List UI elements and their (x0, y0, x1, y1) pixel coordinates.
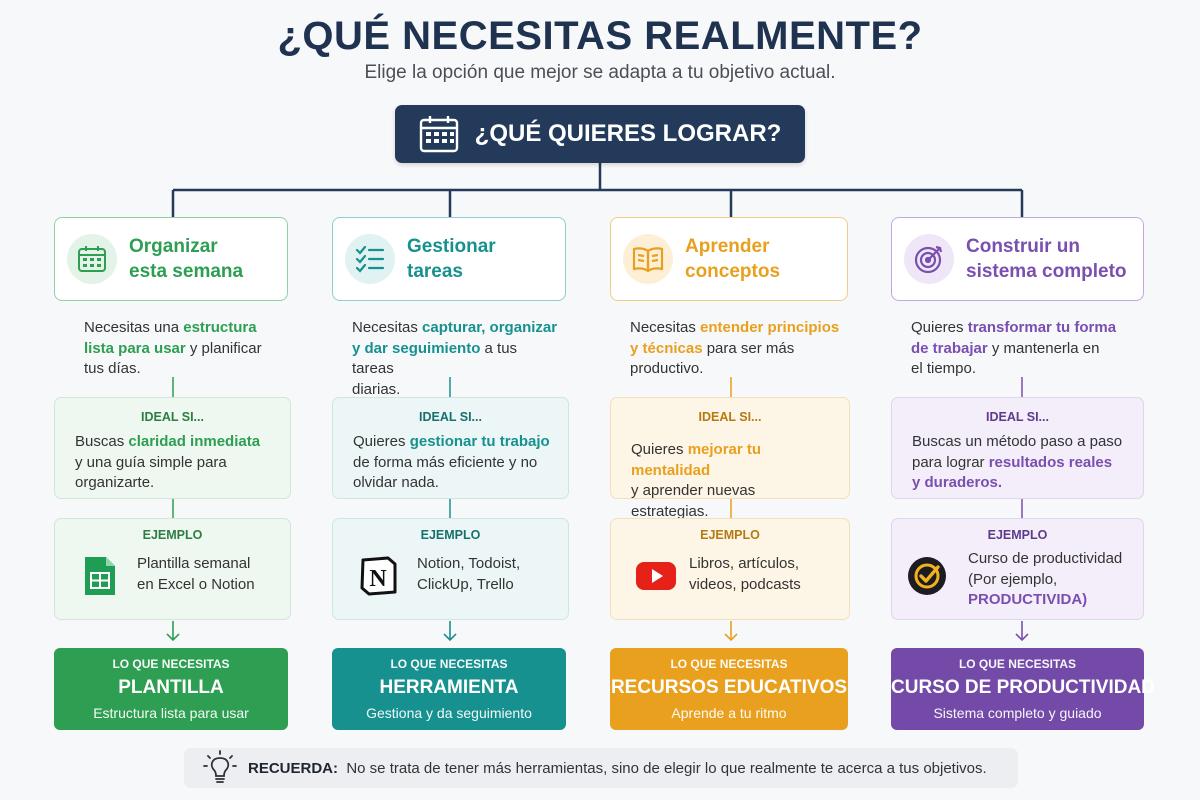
option-title-line2: conceptos (685, 261, 781, 282)
youtube-icon (635, 555, 677, 597)
remember-note: RECUERDA: No se trata de tener más herra… (184, 748, 1018, 788)
option-title-line1: Gestionar (407, 236, 496, 257)
option-title-line2: esta semana (129, 261, 244, 282)
check-badge-icon (906, 555, 948, 597)
result-plantilla: LO QUE NECESITAS PLANTILLA Estructura li… (54, 648, 288, 730)
option-header: Aprender conceptos (610, 217, 848, 301)
option-header: Organizar esta semana (54, 217, 288, 301)
remember-text: No se trata de tener más herramientas, s… (346, 759, 987, 777)
example-box: EJEMPLO Libros, artículos,videos, podcas… (610, 518, 850, 620)
root-label: ¿QUÉ QUIERES LOGRAR? (474, 120, 782, 147)
option-description: Necesitas una estructura lista para usar… (84, 319, 262, 377)
book-icon (623, 234, 673, 284)
option-header: Construir un sistema completo (891, 217, 1144, 301)
result-curso: LO QUE NECESITAS CURSO DE PRODUCTIVIDAD … (891, 648, 1155, 730)
lightbulb-icon (203, 750, 237, 783)
result-herramienta: LO QUE NECESITAS HERRAMIENTA Gestiona y … (332, 648, 566, 730)
option-header: Gestionar tareas (332, 217, 566, 301)
root-question: ¿QUÉ QUIERES LOGRAR? (395, 105, 805, 163)
option-title-line2: sistema completo (966, 261, 1127, 282)
option-title-line2: tareas (407, 261, 463, 282)
option-title-line1: Aprender (685, 236, 770, 257)
calendar-icon (419, 116, 458, 153)
option-description: Quieres transformar tu forma de trabajar… (911, 319, 1117, 377)
spreadsheet-icon (79, 555, 121, 597)
option-title-line1: Construir un (966, 236, 1080, 257)
remember-label: RECUERDA: (248, 759, 338, 777)
svg-text:N: N (369, 566, 387, 592)
option-description: Necesitas entender principios y técnicas… (630, 319, 840, 377)
calendar-icon (67, 234, 117, 284)
ideal-box: IDEAL SI... Quieres mejorar tu mentalida… (610, 397, 850, 520)
target-icon (904, 234, 954, 284)
checklist-icon (345, 234, 395, 284)
option-title-line1: Organizar (129, 236, 218, 257)
ideal-box: IDEAL SI... Quieres gestionar tu trabajo… (332, 397, 569, 499)
option-description: Necesitas capturar, organizar y dar segu… (352, 319, 558, 398)
page-subtitle: Elige la opción que mejor se adapta a tu… (364, 62, 836, 83)
example-box: EJEMPLO Curso de productividad(Por ejemp… (891, 518, 1144, 620)
example-box: EJEMPLO N Notion, Todoist,ClickUp, Trell… (332, 518, 569, 620)
result-recursos: LO QUE NECESITAS RECURSOS EDUCATIVOS Apr… (610, 648, 848, 730)
ideal-box: IDEAL SI... Buscas un método paso a paso… (891, 397, 1144, 499)
page-title: ¿QUÉ NECESITAS REALMENTE? (277, 14, 923, 58)
notion-icon: N (357, 555, 399, 597)
